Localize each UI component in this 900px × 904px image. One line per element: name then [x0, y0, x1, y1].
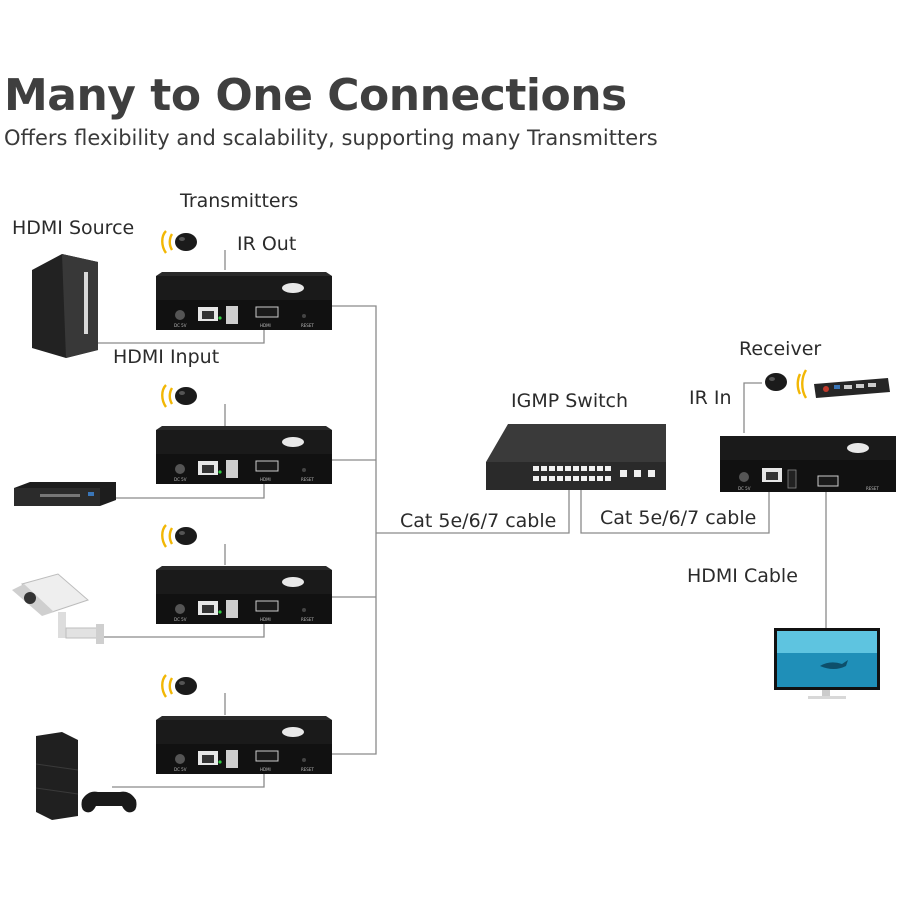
ir-eye-icon: [161, 523, 199, 549]
page-subtitle: Offers flexibility and scalability, supp…: [4, 126, 658, 150]
cat-cable-right-label: Cat 5e/6/7 cable: [600, 507, 757, 529]
cat-cable-left-label: Cat 5e/6/7 cable: [400, 510, 557, 532]
transmitter-2: [155, 425, 333, 485]
svg-text:RESET: RESET: [866, 486, 879, 491]
ir-out-label: IR Out: [237, 233, 297, 255]
ir-eye-icon: [161, 383, 199, 409]
desktop-tower-icon: [32, 254, 98, 358]
transmitter-1: [155, 271, 333, 331]
svg-text:DC 5V: DC 5V: [738, 486, 751, 491]
wire-camera-hdmi: [96, 624, 265, 638]
ir-eye-icon: [765, 369, 808, 399]
ir-in-label: IR In: [689, 387, 732, 409]
transmitters-label: Transmitters: [180, 190, 299, 212]
ir-eye-icon: [161, 229, 199, 255]
hdmi-input-label: HDMI Input: [113, 346, 220, 368]
network-switch-icon: [486, 424, 666, 490]
hdmi-source-label: HDMI Source: [12, 217, 135, 239]
igmp-switch-label: IGMP Switch: [511, 390, 629, 412]
remote-control-icon: [814, 378, 890, 398]
wire-ir-rx: [743, 382, 762, 433]
wires: [96, 250, 827, 788]
wire-switch-to-receiver: [580, 490, 770, 534]
tv-monitor-icon: [774, 628, 880, 699]
dvd-player-icon: [14, 482, 116, 506]
wire-pc-hdmi: [96, 330, 265, 344]
transmitter-4: [155, 715, 333, 775]
receiver-label: Receiver: [739, 338, 822, 360]
game-console-icon: [35, 732, 137, 820]
wire-console-hdmi: [112, 774, 265, 788]
wire-dvd-hdmi: [112, 484, 265, 499]
security-camera-icon: [12, 573, 104, 644]
ir-eye-icon: [161, 673, 199, 699]
wire-bus-to-switch: [376, 490, 570, 534]
hdmi-cable-label: HDMI Cable: [687, 565, 798, 587]
wire-tx-bus: [332, 305, 377, 755]
transmitter-3: [155, 565, 333, 625]
receiver-device: DC 5V RESET: [720, 436, 896, 492]
page-title: Many to One Connections: [4, 70, 627, 121]
